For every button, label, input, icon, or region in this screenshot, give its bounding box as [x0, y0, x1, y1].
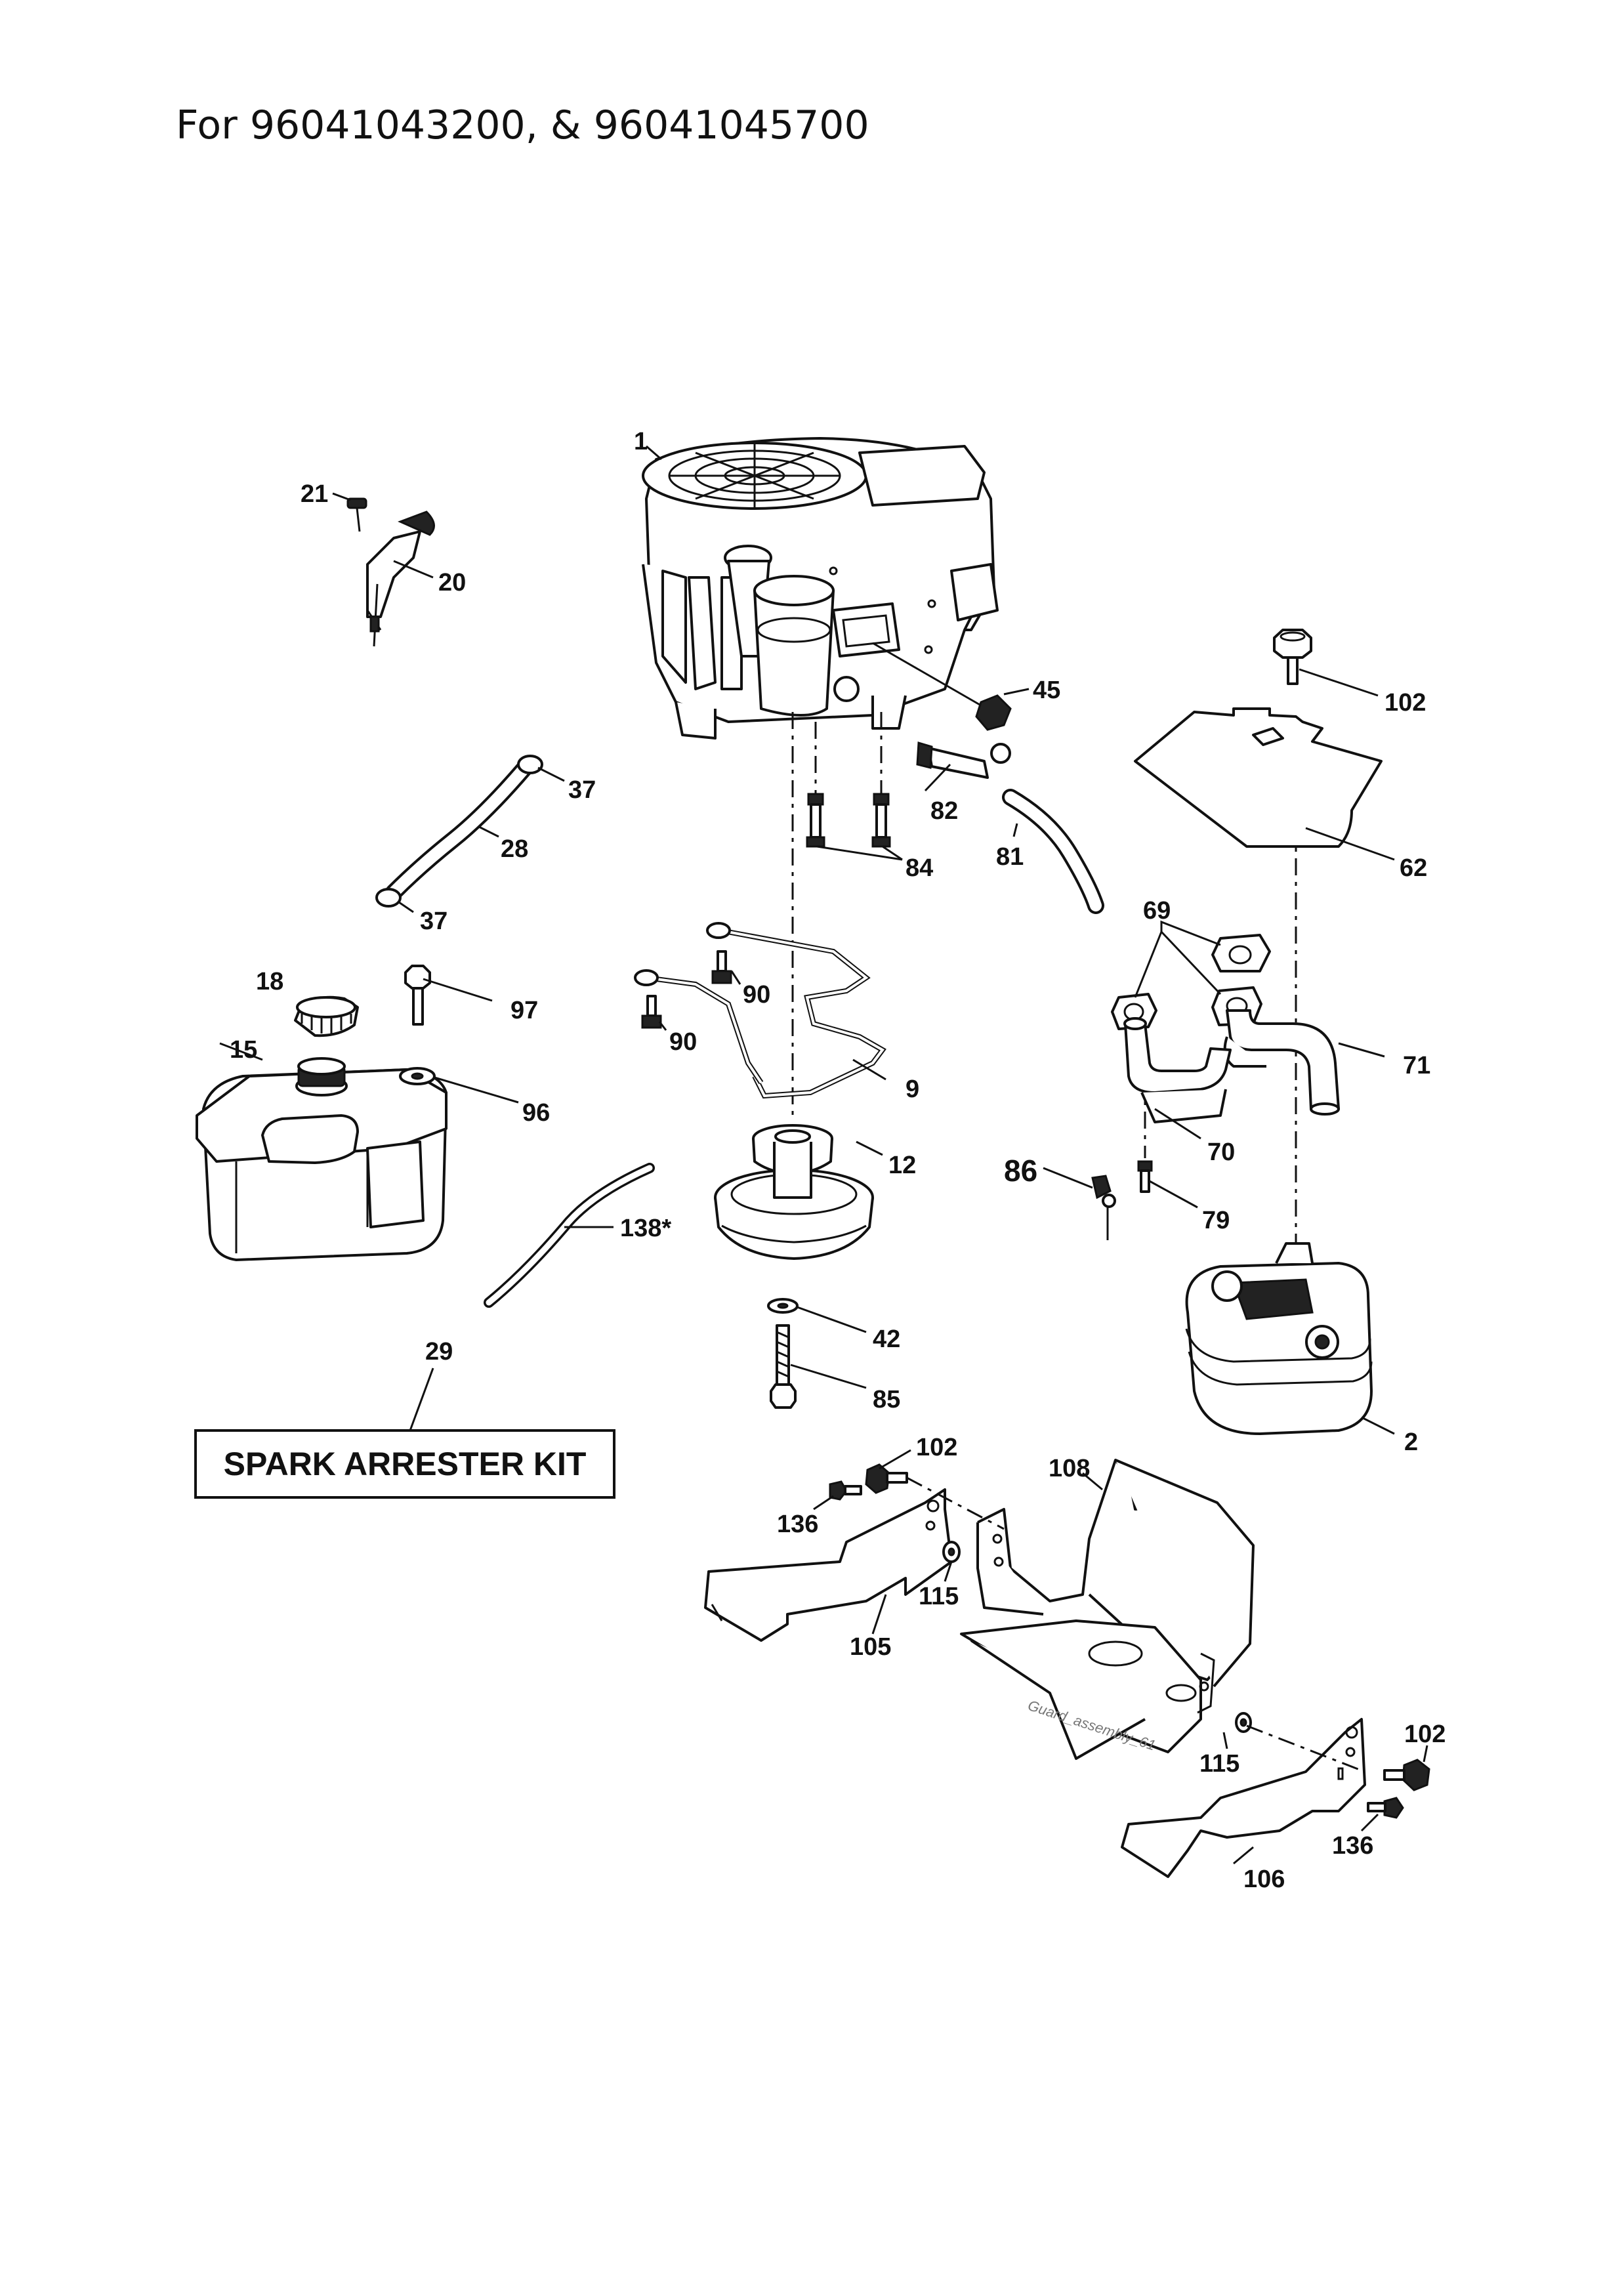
side-plate-part-105: [704, 1488, 953, 1642]
callout-85: 85: [873, 1386, 900, 1413]
washer-part-115-left: [942, 1541, 961, 1563]
bolt-part-84-left: [806, 793, 825, 848]
callout-28: 28: [501, 835, 528, 863]
bolt-part-85: [770, 1324, 797, 1409]
heat-shield-part-62: [1134, 707, 1383, 848]
callout-102-left: 102: [916, 1434, 957, 1461]
muffler-part-2: [1185, 1242, 1373, 1435]
callout-115-left: 115: [919, 1583, 959, 1610]
hose-clamp-part-37-top: [517, 755, 543, 774]
pulley-part-12: [714, 1124, 874, 1260]
spark-arrester-kit-label: SPARK ARRESTER KIT: [224, 1446, 587, 1482]
callout-71: 71: [1403, 1052, 1430, 1079]
washer-part-96: [399, 1067, 436, 1085]
callout-108: 108: [1049, 1455, 1090, 1482]
callout-115-right: 115: [1199, 1750, 1239, 1778]
side-plate-part-106: [1121, 1718, 1366, 1878]
callout-70: 70: [1207, 1138, 1235, 1166]
callout-12: 12: [888, 1152, 916, 1179]
washer-part-115-right: [1235, 1712, 1365, 1773]
callout-2: 2: [1404, 1429, 1418, 1456]
callout-90-upper: 90: [743, 981, 770, 1009]
callout-81: 81: [996, 843, 1024, 871]
callout-42: 42: [873, 1325, 900, 1353]
screw-part-136-left: [829, 1480, 862, 1501]
callout-136-right: 136: [1332, 1832, 1373, 1860]
callout-96: 96: [522, 1099, 550, 1127]
screw-part-102-right: [1383, 1759, 1430, 1791]
exhaust-pipe-part-71: [1223, 1009, 1340, 1116]
bolt-part-97: [404, 965, 431, 1026]
callout-labels: 1 21 20 45 102 37 28 37 82 84 81 62 69 1…: [230, 428, 1446, 1893]
screw-part-102-left: [865, 1463, 1005, 1530]
callout-138: 138*: [620, 1215, 671, 1242]
callout-18: 18: [256, 968, 283, 995]
callout-105: 105: [850, 1633, 891, 1661]
hose-clamp-part-37-bottom: [375, 888, 402, 908]
callout-9: 9: [906, 1075, 919, 1103]
bolt-part-90-upper: [711, 950, 732, 984]
bolt-part-84-right: [871, 793, 891, 848]
callout-82: 82: [930, 797, 958, 825]
fitting-part-82: [916, 741, 1011, 779]
engine-part-1: [642, 437, 999, 740]
callout-84: 84: [906, 854, 933, 882]
fitting-part-86: [1043, 1167, 1116, 1240]
spark-arrester-kit-box: SPARK ARRESTER KIT: [194, 1429, 615, 1499]
fuel-tank-part-15: [196, 1057, 448, 1261]
callout-136-left: 136: [777, 1511, 818, 1538]
callout-45: 45: [1033, 677, 1060, 704]
muffler-bracket-part-9: [634, 922, 886, 1099]
fuel-line-part-28: [385, 759, 533, 901]
guard-part-108: [960, 1459, 1255, 1760]
hose-part-81: [1002, 789, 1104, 914]
fuel-cap-part-18: [294, 995, 359, 1037]
callout-29: 29: [425, 1338, 453, 1366]
leader-lines: [219, 445, 1428, 1865]
callout-79: 79: [1202, 1207, 1230, 1234]
callout-86: 86: [1004, 1154, 1037, 1188]
callout-37-top: 37: [568, 776, 596, 804]
bolt-part-79: [1137, 1160, 1153, 1193]
callout-102-right: 102: [1404, 1721, 1446, 1748]
callout-106: 106: [1243, 1866, 1285, 1893]
callout-62: 62: [1400, 854, 1427, 882]
screw-part-21: [346, 497, 367, 532]
bolt-part-90-lower: [641, 995, 662, 1029]
callout-97: 97: [510, 997, 538, 1024]
callout-102-top: 102: [1385, 689, 1426, 717]
exhaust-pipe-part-70: [1123, 1017, 1232, 1123]
gasket-part-69-top: [1211, 934, 1271, 972]
callout-69: 69: [1143, 897, 1171, 925]
screw-part-102-top: [1273, 629, 1312, 685]
screw-part-136-right: [1367, 1797, 1404, 1819]
page-title: For 96041043200, & 96041045700: [176, 102, 869, 148]
callout-20: 20: [438, 569, 466, 596]
washer-part-42: [767, 1298, 799, 1314]
callout-15: 15: [230, 1036, 257, 1064]
callout-90-lower: 90: [669, 1028, 697, 1056]
callout-1: 1: [634, 428, 648, 455]
callout-21: 21: [301, 480, 328, 508]
nut-part-45: [872, 642, 1012, 731]
callout-37-bottom: 37: [420, 908, 448, 935]
throttle-bracket-part-20: [366, 511, 435, 647]
